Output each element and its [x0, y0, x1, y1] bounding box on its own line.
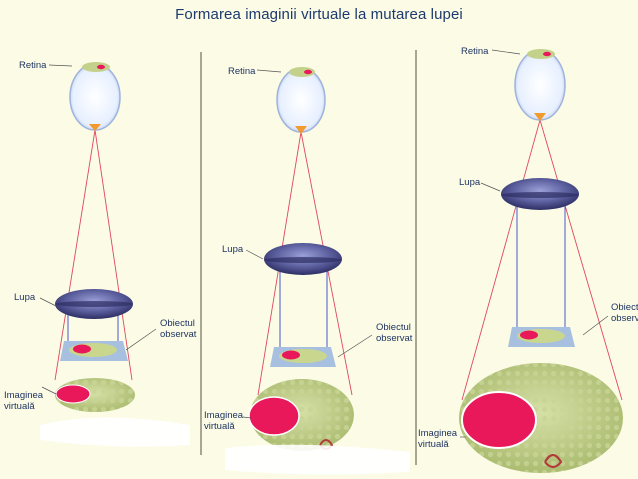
eye-1	[69, 62, 121, 131]
label-object-2-line2: observat	[376, 333, 413, 344]
label-object-1: Obiectul observat	[160, 318, 196, 340]
label-image-1-line2: virtuală	[4, 401, 35, 412]
label-image-3-line1: Imaginea	[418, 428, 458, 439]
label-image-1: Imaginea virtuală	[4, 390, 43, 412]
label-image-2-line2: virtuală	[204, 421, 235, 432]
label-image-1-line1: Imaginea	[4, 390, 44, 401]
panel-2	[225, 67, 410, 475]
label-image-2-line1: Imaginea	[204, 410, 244, 421]
label-object-1-line1: Obiectul	[160, 318, 195, 329]
panel-1-leaders	[39, 64, 157, 395]
label-retina-2: Retina	[228, 66, 256, 77]
panel-1	[39, 62, 190, 447]
label-image-2: Imaginea virtuală	[204, 410, 243, 432]
label-object-2: Obiectul observat	[376, 322, 412, 344]
virtual-image-3	[459, 363, 623, 473]
panel-2-leaders	[242, 69, 373, 419]
label-lupa-2: Lupa	[222, 244, 244, 255]
diagram-title: Formarea imaginii virtuale la mutarea lu…	[175, 6, 463, 23]
panel-3	[459, 49, 623, 473]
label-retina-3: Retina	[461, 46, 489, 57]
label-image-3: Imaginea virtuală	[418, 428, 457, 450]
panel-3-leaders	[460, 49, 609, 438]
object-2	[270, 347, 336, 367]
eye-3	[514, 49, 566, 121]
label-lupa-1: Lupa	[14, 292, 36, 303]
label-image-3-line2: virtuală	[418, 439, 449, 450]
object-1	[60, 341, 128, 361]
object-3	[508, 327, 575, 347]
lens-2	[264, 243, 342, 275]
label-object-3-line1: Obiect	[611, 302, 638, 313]
label-retina-1: Retina	[19, 60, 47, 71]
label-object-2-line1: Obiectul	[376, 322, 411, 333]
lens-1	[55, 289, 133, 319]
label-object-3: Obiect observ	[611, 302, 638, 324]
virtual-image-1	[55, 378, 135, 412]
virtual-image-2	[248, 379, 354, 451]
label-lupa-3: Lupa	[459, 177, 481, 188]
label-object-3-line2: observ	[611, 313, 638, 324]
lens-3	[501, 178, 579, 210]
label-object-1-line2: observat	[160, 329, 197, 340]
eye-2	[276, 67, 326, 134]
